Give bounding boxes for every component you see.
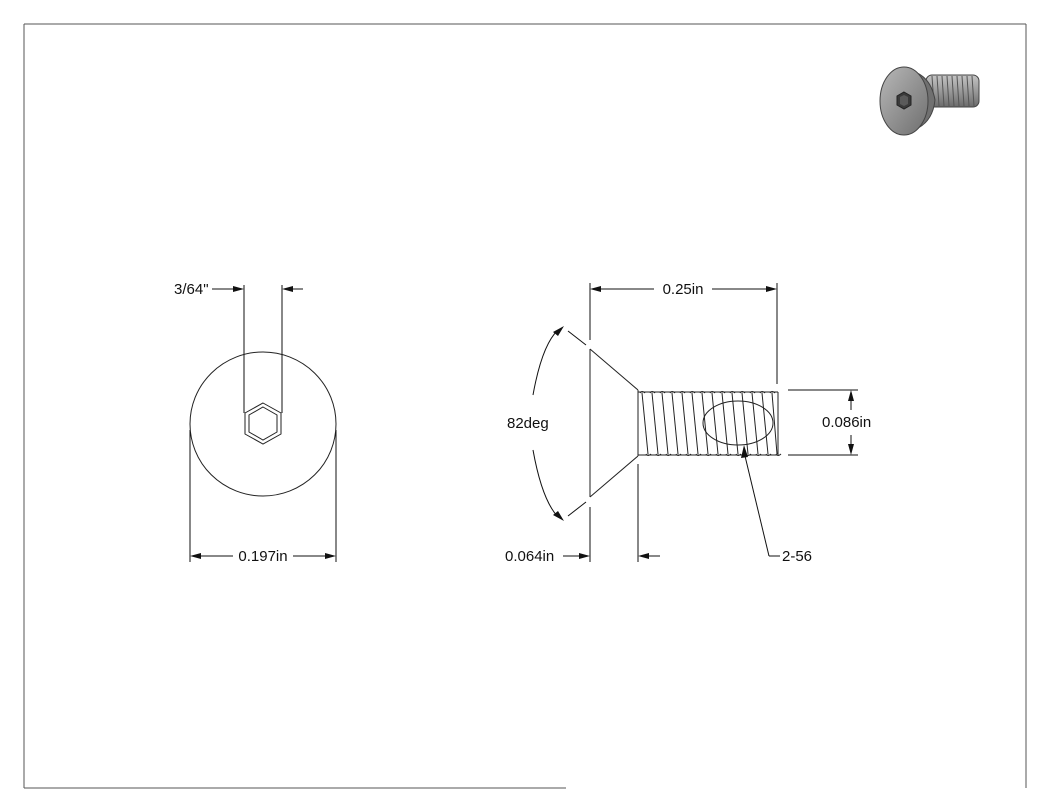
thread-crest	[699, 391, 706, 394]
thumbnail-thread-ring	[936, 75, 940, 107]
major-diameter-dimension: 0.086in	[788, 389, 871, 456]
thread-crest	[749, 391, 756, 394]
thread-crest	[769, 391, 776, 394]
thumbnail-thread-ring	[971, 75, 975, 107]
thumbnail-thread-ring	[961, 75, 965, 107]
thread-crest	[775, 453, 782, 456]
thread-crest	[709, 391, 716, 394]
thread-crest	[735, 453, 742, 456]
thread-crest	[655, 453, 662, 456]
thread-crest	[665, 453, 672, 456]
head-height-label: 0.064in	[505, 548, 554, 565]
thread-line	[661, 392, 669, 455]
thread-line	[681, 392, 689, 455]
side-view: 0.25in 82deg 0.086in	[505, 281, 871, 565]
thread-line	[711, 392, 719, 455]
head-diameter-dimension: 0.197in	[189, 430, 337, 565]
thumbnail-thread-ring	[941, 75, 945, 107]
thread-crest	[639, 391, 646, 394]
countersunk-head	[589, 348, 639, 498]
thread-crest	[669, 391, 676, 394]
thread-crest	[765, 453, 772, 456]
thread-indicator-ellipse	[702, 400, 774, 446]
head-angle-dimension: 82deg	[507, 326, 587, 521]
thread-crest	[705, 453, 712, 456]
thread-crest	[645, 453, 652, 456]
thread-lines	[639, 391, 782, 456]
screw-thumbnail	[879, 66, 980, 136]
front-view: 3/64" 0.197in	[174, 281, 337, 565]
thread-line	[701, 392, 709, 455]
countersunk-hex-socket-screw-render	[879, 66, 980, 136]
thread-crest	[725, 453, 732, 456]
thread-crest	[729, 391, 736, 394]
thumbnail-thread-ring	[951, 75, 955, 107]
thread-line	[651, 392, 659, 455]
head-outline-circle	[189, 351, 337, 497]
thread-line	[641, 392, 649, 455]
thread-crest	[695, 453, 702, 456]
thread-crest	[759, 391, 766, 394]
thread-crest	[755, 453, 762, 456]
length-label: 0.25in	[663, 281, 704, 298]
thread-crest	[649, 391, 656, 394]
hex-socket-icon	[244, 402, 282, 445]
thread-crest	[679, 391, 686, 394]
head-diameter-label: 0.197in	[238, 548, 287, 565]
thread-line	[761, 392, 769, 455]
thread-line	[751, 392, 759, 455]
thumbnail-thread-ring	[946, 75, 950, 107]
thumbnail-thread-ring	[966, 75, 970, 107]
head-angle-label: 82deg	[507, 415, 549, 432]
length-dimension: 0.25in	[589, 281, 778, 384]
threaded-shank	[638, 391, 782, 456]
thread-callout-label: 2-56	[782, 548, 812, 565]
thumbnail-thread-ring	[956, 75, 960, 107]
hex-width-dimension: 3/64"	[174, 281, 303, 413]
head-height-dimension: 0.064in	[505, 464, 660, 565]
thread-crest	[659, 391, 666, 394]
thread-crest	[739, 391, 746, 394]
thread-crest	[675, 453, 682, 456]
major-diameter-label: 0.086in	[822, 414, 871, 431]
drawing-frame	[23, 23, 1027, 789]
thread-crest	[689, 391, 696, 394]
thread-line	[671, 392, 679, 455]
thread-line	[691, 392, 699, 455]
thread-crest	[685, 453, 692, 456]
hex-width-label: 3/64"	[174, 281, 209, 298]
thread-line	[771, 392, 778, 455]
thread-crest	[719, 391, 726, 394]
thread-crest	[715, 453, 722, 456]
thread-callout: 2-56	[741, 445, 812, 565]
thread-line	[731, 392, 739, 455]
